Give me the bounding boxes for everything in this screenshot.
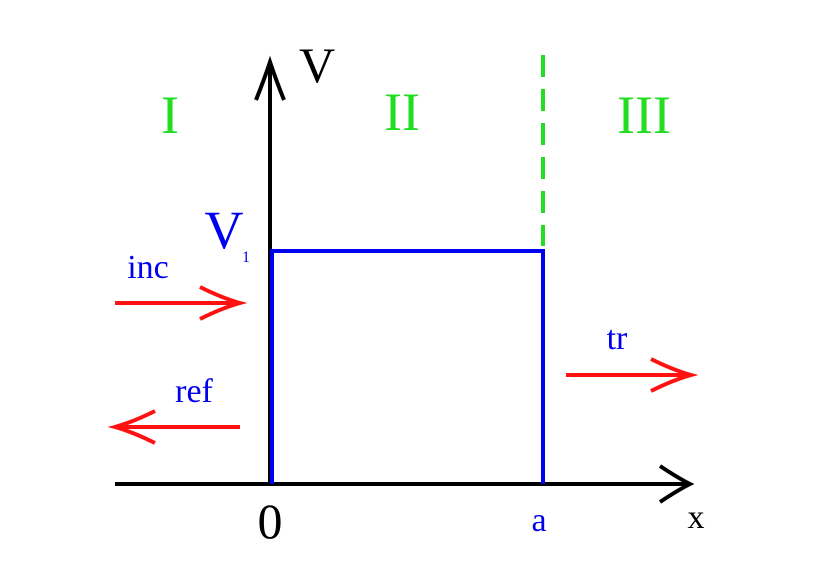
barrier-width-label: a (531, 502, 546, 539)
region-label-3: III (617, 85, 671, 145)
region-label-2: II (384, 82, 420, 142)
reflected-wave-arrowhead (107, 409, 156, 445)
origin-label: 0 (258, 493, 283, 549)
region-label-1: I (161, 85, 179, 145)
y-axis-label: V (299, 37, 335, 93)
transmitted-wave-label: tr (607, 320, 628, 357)
x-axis-arrowhead (658, 464, 695, 504)
barrier-height-subscript: 1 (242, 249, 250, 266)
barrier-height-symbol: V (205, 200, 244, 260)
y-axis-arrowhead (254, 55, 286, 101)
potential-barrier (270, 249, 545, 484)
transmitted-wave-arrowhead (650, 357, 699, 393)
x-axis-label: x (688, 499, 705, 536)
reflected-wave-label: ref (175, 373, 213, 410)
incident-wave-label: inc (127, 249, 169, 286)
incident-wave-arrowhead (199, 285, 248, 321)
